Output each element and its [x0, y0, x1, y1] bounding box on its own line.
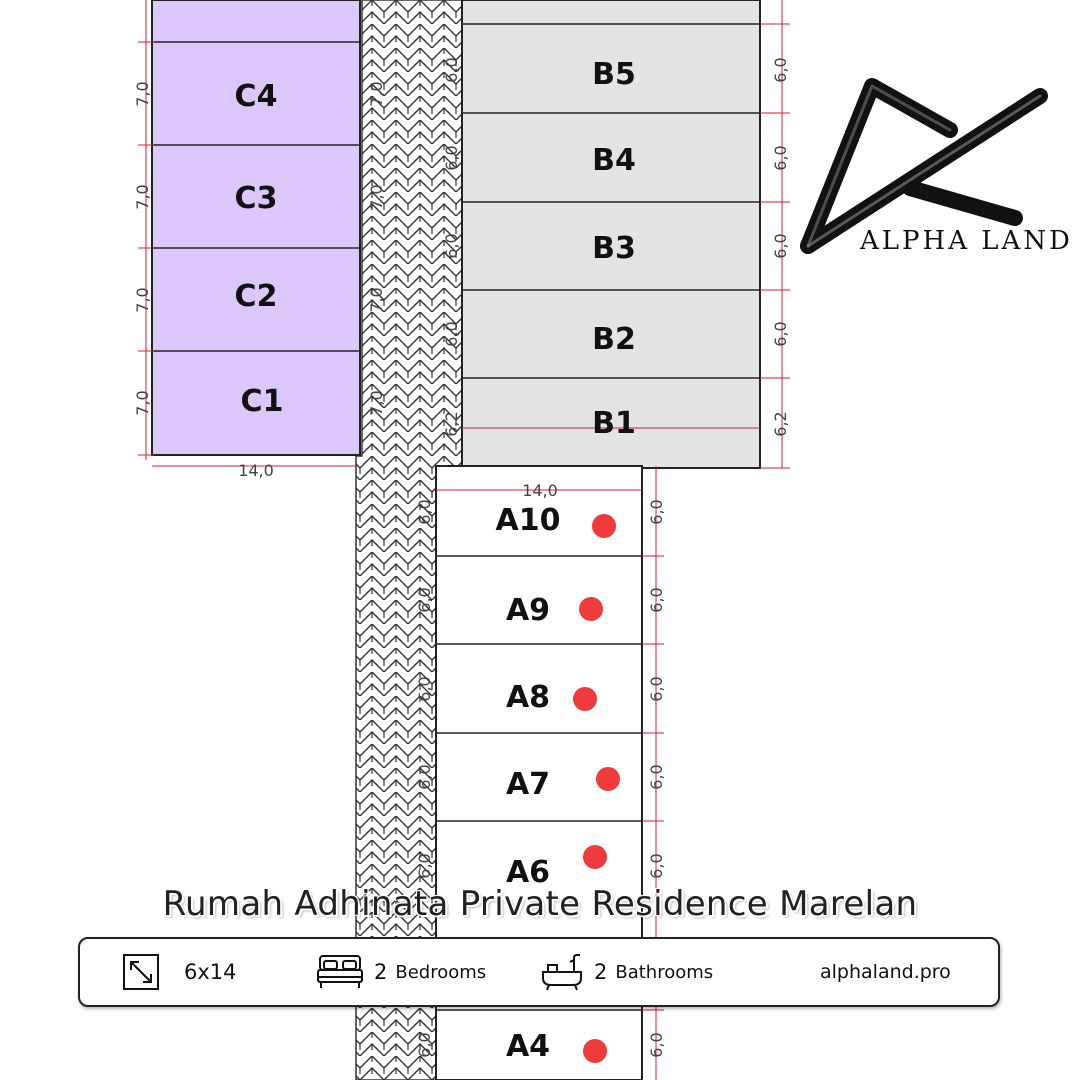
dimension-label: 6,0: [647, 764, 666, 789]
bedrooms-count: 2: [374, 960, 388, 984]
dimension-label: 6,0: [771, 321, 790, 346]
block-c: C4 C3 C2 C1 7,0 7,0 7,0 7,0 7,0 7,0 7,0 …: [133, 0, 386, 480]
dimension-label: 6,2: [442, 411, 461, 436]
bathrooms-count: 2: [594, 960, 608, 984]
dimension-label: 7,0: [367, 81, 386, 106]
bathtub-icon: [542, 954, 582, 991]
dimension-label: 6,0: [415, 764, 434, 789]
dimension-label: 6,0: [647, 587, 666, 612]
property-info-bar: 6x14 2 Bedrooms 2 Bathrooms alphaland.pr…: [78, 937, 1000, 1007]
logo-word-alpha: ALPHA: [860, 226, 970, 256]
dimension-label: 14,0: [522, 481, 558, 500]
unit-label: C1: [241, 384, 284, 419]
unit-label: B3: [592, 231, 636, 266]
dimension-label: 6,0: [771, 57, 790, 82]
unit-marker: [583, 1039, 607, 1063]
unit-label: A8: [506, 680, 550, 715]
dimension-label: 6,0: [415, 853, 434, 878]
unit-label: B1: [592, 406, 636, 441]
dimension-label: 6,0: [415, 1032, 434, 1057]
unit-label: A6: [506, 855, 550, 890]
dimension-label: 6,0: [647, 1032, 666, 1057]
dimension-label: 6,2: [771, 411, 790, 436]
dimension-label: 7,0: [367, 184, 386, 209]
alpha-land-logo: [800, 78, 1048, 254]
dimension-label: 6,0: [647, 853, 666, 878]
dimension-label: 6,0: [415, 499, 434, 524]
unit-label: A4: [506, 1029, 550, 1064]
bedrooms-label: Bedrooms: [395, 961, 487, 983]
logo-word-land: LAND: [981, 226, 1073, 256]
size-value: 6x14: [184, 960, 237, 984]
unit-label: A7: [506, 767, 550, 802]
bedrooms-info: 2 Bedrooms: [316, 939, 486, 1005]
listing-title: Rumah Adhinata Private Residence Marelan: [162, 884, 918, 924]
dimension-label: 7,0: [133, 81, 152, 106]
unit-label: B4: [592, 143, 636, 178]
size-info: 6x14: [122, 939, 237, 1005]
logo-wordmark: ALPHA LAND: [860, 226, 1073, 256]
unit-marker: [573, 687, 597, 711]
unit-label: A10: [496, 503, 561, 538]
dimension-label: 6,0: [442, 145, 461, 170]
dimension-label: 7,0: [133, 184, 152, 209]
dimension-label: 6,0: [442, 233, 461, 258]
dimension-label: 7,0: [367, 287, 386, 312]
unit-label: B5: [592, 57, 636, 92]
block-b: B5 B4 B3 B2 B1 6,0 6,0 6,0 6,0 6,2 6,0 6…: [442, 0, 790, 469]
unit-marker: [579, 597, 603, 621]
dimension-label: 6,0: [442, 57, 461, 82]
dimension-label: 7,0: [133, 287, 152, 312]
resize-diagonal-icon: [123, 954, 159, 990]
unit-marker: [596, 767, 620, 791]
block-b-area: [461, 0, 761, 469]
dimension-label: 6,0: [647, 676, 666, 701]
dimension-label: 6,0: [647, 499, 666, 524]
unit-label: C2: [235, 279, 278, 314]
block-c-area: [151, 0, 361, 456]
unit-label: C4: [235, 79, 278, 114]
unit-marker: [583, 845, 607, 869]
dimension-label: 7,0: [367, 390, 386, 415]
unit-marker: [592, 514, 616, 538]
unit-label: C3: [235, 181, 278, 216]
bathrooms-label: Bathrooms: [615, 961, 714, 983]
dimension-label: 14,0: [238, 461, 274, 480]
unit-label: B2: [592, 322, 636, 357]
dimension-label: 7,0: [133, 390, 152, 415]
dimension-label: 6,0: [415, 587, 434, 612]
dimension-label: 6,0: [415, 676, 434, 701]
dimension-label: 6,0: [442, 321, 461, 346]
bathrooms-info: 2 Bathrooms: [540, 939, 713, 1005]
website-info[interactable]: alphaland.pro: [820, 939, 951, 1005]
unit-label: A9: [506, 593, 550, 628]
dimension-label: 6,0: [771, 145, 790, 170]
bed-icon: [317, 955, 363, 988]
website-link[interactable]: alphaland.pro: [820, 961, 951, 983]
dimension-label: 6,0: [771, 233, 790, 258]
